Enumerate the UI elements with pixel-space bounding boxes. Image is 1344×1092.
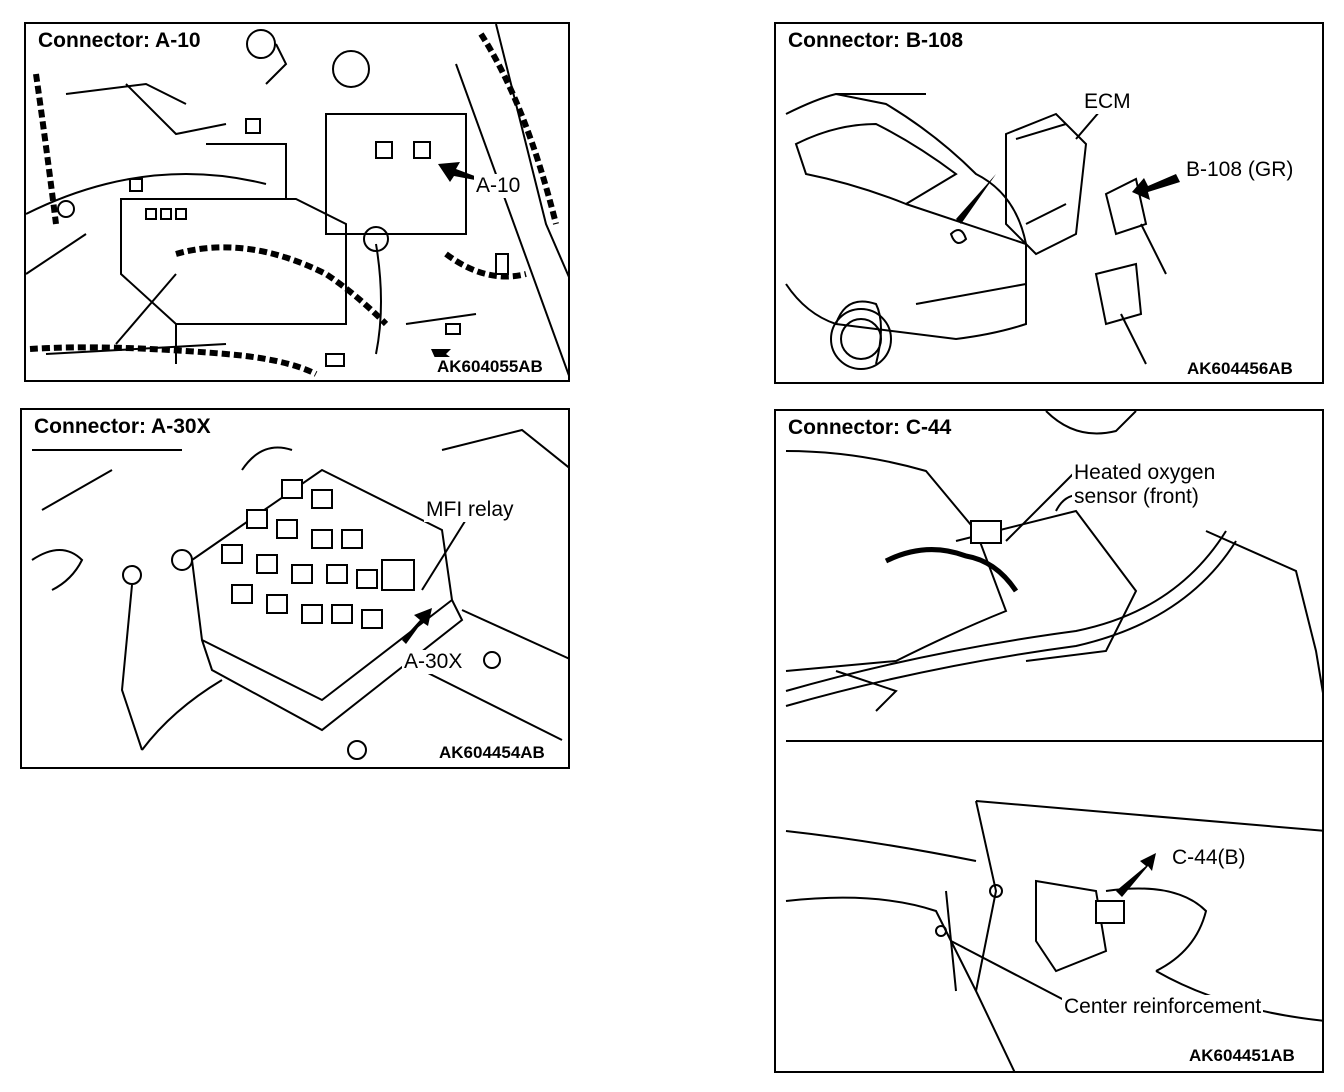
callout-label-center-reinforcement: Center reinforcement bbox=[1062, 995, 1264, 1020]
callout-label-a10: A-10 bbox=[474, 174, 523, 199]
callout-label-heated-oxygen-sensor: Heated oxygen sensor (front) bbox=[1072, 461, 1218, 510]
connector-b108-panel: Connector: B-108 ECM B-108 (GR) AK604456… bbox=[774, 22, 1324, 384]
figure-code: AK604055AB bbox=[434, 357, 546, 377]
vehicle-ecm-illustration bbox=[785, 92, 1180, 370]
panel-title: Connector: B-108 bbox=[786, 29, 966, 53]
callout-text: Heated oxygen sensor (front) bbox=[1074, 461, 1216, 509]
figure-code: AK604451AB bbox=[1186, 1046, 1298, 1066]
callout-label-ecm: ECM bbox=[1082, 90, 1133, 115]
figure-code: AK604454AB bbox=[436, 743, 548, 763]
callout-label-c44: C-44(B) bbox=[1170, 846, 1248, 871]
panel-title: Connector: A-10 bbox=[36, 29, 203, 53]
engine-bay-illustration-a10 bbox=[26, 24, 568, 377]
underbody-illustration bbox=[785, 411, 1322, 1071]
callout-label-a30x: A-30X bbox=[402, 650, 465, 675]
panel-title: Connector: A-30X bbox=[32, 415, 213, 439]
figure-code: AK604456AB bbox=[1184, 359, 1296, 379]
panel-title: Connector: C-44 bbox=[786, 416, 954, 440]
callout-label-b108: B-108 (GR) bbox=[1184, 158, 1296, 183]
callout-label-mfi-relay: MFI relay bbox=[424, 498, 516, 523]
relay-box-illustration bbox=[31, 428, 568, 760]
connector-a10-panel: Connector: A-10 A-10 AK604055AB bbox=[24, 22, 570, 382]
connector-c44-panel: Connector: C-44 Heated oxygen sensor (fr… bbox=[774, 409, 1324, 1073]
connector-a30x-panel: Connector: A-30X MFI relay A-30X AK60445… bbox=[20, 408, 570, 769]
